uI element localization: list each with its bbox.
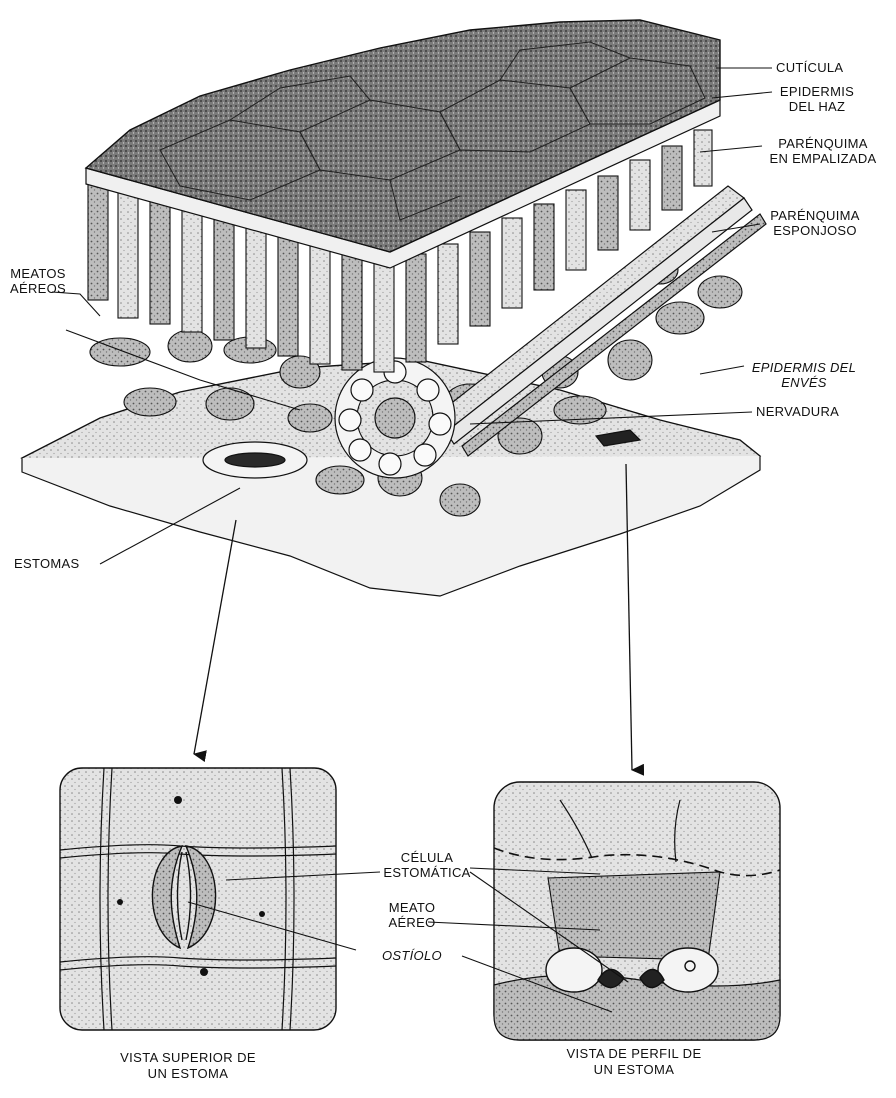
inset-profile-view: [494, 782, 780, 1040]
caption-top-view: VISTA SUPERIOR DE UN ESTOMA: [88, 1050, 288, 1082]
label-epidermis-haz-line1: EPIDERMIS: [772, 84, 862, 99]
label-parenquima-esponjoso-line1: PARÉNQUIMA: [760, 208, 870, 223]
caption-top-view-line2: UN ESTOMA: [88, 1066, 288, 1082]
label-nervadura: NERVADURA: [756, 404, 839, 419]
label-meato-aereo-line2: AÉREO: [382, 915, 442, 930]
label-parenquima-empalizada-line1: PARÉNQUIMA: [760, 136, 886, 151]
cuticle-surface: [86, 20, 720, 252]
label-epidermis-enves-line2: ENVÉS: [744, 375, 864, 390]
caption-profile-view-line2: UN ESTOMA: [534, 1062, 734, 1078]
label-celula-estomatica: CÉLULA ESTOMÁTICA: [380, 850, 474, 880]
label-celula-estomatica-line1: CÉLULA: [380, 850, 474, 865]
label-celula-estomatica-line2: ESTOMÁTICA: [380, 865, 474, 880]
label-meato-aereo: MEATO AÉREO: [382, 900, 442, 930]
label-parenquima-empalizada: PARÉNQUIMA EN EMPALIZADA: [760, 136, 886, 166]
label-epidermis-enves-line1: EPIDERMIS DEL: [744, 360, 864, 375]
label-parenquima-esponjoso-line2: ESPONJOSO: [760, 223, 870, 238]
label-meato-aereo-line1: MEATO: [382, 900, 442, 915]
label-ostiolo: OSTÍOLO: [382, 948, 442, 963]
label-estomas: ESTOMAS: [14, 556, 79, 571]
caption-profile-view-line1: VISTA DE PERFIL DE: [534, 1046, 734, 1062]
label-meatos-aereos: MEATOS AÉREOS: [8, 266, 68, 296]
label-parenquima-esponjoso: PARÉNQUIMA ESPONJOSO: [760, 208, 870, 238]
vascular-bundle: [335, 358, 455, 478]
label-cuticula: CUTÍCULA: [776, 60, 843, 75]
inset-top-view: [60, 768, 336, 1030]
label-epidermis-haz-line2: DEL HAZ: [772, 99, 862, 114]
caption-profile-view: VISTA DE PERFIL DE UN ESTOMA: [534, 1046, 734, 1078]
label-meatos-aereos-line2: AÉREOS: [8, 281, 68, 296]
label-epidermis-haz: EPIDERMIS DEL HAZ: [772, 84, 862, 114]
leaf-block: [22, 20, 766, 596]
caption-top-view-line1: VISTA SUPERIOR DE: [88, 1050, 288, 1066]
label-parenquima-empalizada-line2: EN EMPALIZADA: [760, 151, 886, 166]
label-epidermis-enves: EPIDERMIS DEL ENVÉS: [744, 360, 864, 390]
label-meatos-aereos-line1: MEATOS: [8, 266, 68, 281]
